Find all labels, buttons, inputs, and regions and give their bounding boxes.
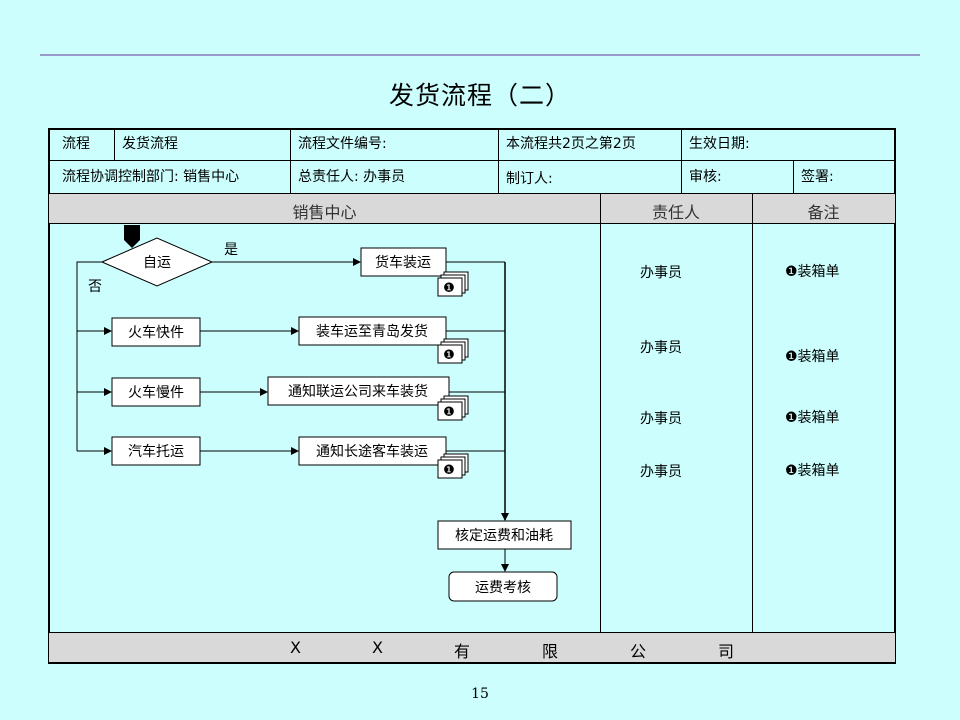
- box-label: 核定运费和油耗: [455, 528, 553, 544]
- company-char: X: [290, 638, 301, 657]
- document-icon: ❶: [437, 338, 469, 364]
- document-icon: ❶: [437, 395, 469, 421]
- document-marker: ❶: [443, 405, 455, 420]
- box-train-slow: [111, 377, 201, 407]
- document-marker: ❶: [443, 463, 455, 478]
- box-notify-coach: [298, 436, 447, 466]
- box-label: 货车装运: [375, 254, 431, 271]
- top-divider: [40, 54, 920, 56]
- box-label: 汽车托运: [128, 443, 184, 460]
- flowchart-table: [48, 128, 896, 664]
- sign-label: 签署:: [801, 169, 834, 185]
- file-number-label: 流程文件编号:: [298, 136, 387, 152]
- box-freight-review: [448, 571, 558, 602]
- box-label: 运费考核: [475, 580, 531, 596]
- company-char: 有: [454, 642, 471, 661]
- remark-entry: ❶装箱单: [785, 410, 840, 426]
- review-label: 审核:: [689, 169, 722, 185]
- cell-divider: [793, 161, 794, 193]
- document-icon: ❶: [437, 453, 469, 479]
- box-truck-shipping: [360, 247, 447, 277]
- box-label: 装车运至青岛发货: [316, 323, 428, 340]
- no-branch-line: [76, 261, 102, 451]
- company-char: 限: [542, 642, 559, 661]
- box-notify-logistics: [267, 376, 450, 406]
- start-marker: [124, 225, 140, 248]
- column-header-remarks: 备注: [807, 203, 840, 222]
- no-label: 否: [88, 279, 102, 295]
- box-label: 火车快件: [128, 324, 184, 341]
- remark-entry: ❶装箱单: [785, 349, 840, 365]
- footer-band: [49, 633, 895, 662]
- coordination-dept: 流程协调控制部门: 销售中心: [62, 169, 240, 185]
- author-label: 制订人:: [506, 171, 553, 187]
- box-train-express: [111, 317, 201, 347]
- page-title: 发货流程（二）: [388, 81, 571, 110]
- process-label: 流程: [62, 136, 90, 152]
- remark-entry: ❶装箱单: [785, 463, 840, 479]
- document-marker: ❶: [443, 281, 455, 296]
- owner-label: 总责任人: 办事员: [298, 169, 406, 185]
- header-divider-2: [49, 193, 895, 194]
- page-count-label: 本流程共2页之第2页: [506, 136, 636, 152]
- decision-label: 自运: [143, 255, 171, 271]
- box-label: 通知长途客车装运: [316, 443, 428, 460]
- cell-divider: [498, 129, 499, 193]
- column-header-divider: [49, 223, 895, 224]
- responsible-entry: 办事员: [640, 265, 682, 281]
- box-label: 通知联运公司来车装货: [288, 383, 428, 400]
- remark-entry: ❶装箱单: [785, 264, 840, 280]
- document-marker: ❶: [443, 348, 455, 363]
- box-load-to-qingdao: [298, 316, 447, 346]
- cell-divider: [681, 129, 682, 193]
- effective-date-label: 生效日期:: [689, 136, 750, 152]
- responsible-entry: 办事员: [640, 340, 682, 356]
- column-header-sales: 销售中心: [292, 203, 357, 222]
- header-divider-1: [49, 160, 895, 161]
- column-divider: [752, 194, 753, 632]
- cell-divider: [114, 129, 115, 160]
- responsible-entry: 办事员: [640, 411, 682, 427]
- process-value: 发货流程: [122, 136, 178, 152]
- company-char: 司: [718, 642, 735, 661]
- box-label: 火车慢件: [128, 384, 184, 401]
- company-char: X: [372, 638, 383, 657]
- column-header-band: [49, 194, 895, 223]
- company-char: 公: [630, 642, 647, 661]
- footer-divider: [49, 632, 895, 633]
- page-number: 15: [471, 686, 489, 702]
- cell-divider: [290, 129, 291, 193]
- column-divider: [600, 194, 601, 632]
- document-icon: ❶: [437, 271, 469, 297]
- box-truck-consign: [111, 436, 201, 466]
- yes-label: 是: [224, 242, 238, 258]
- responsible-entry: 办事员: [640, 464, 682, 480]
- box-freight-check: [437, 520, 572, 550]
- column-header-responsible: 责任人: [651, 203, 700, 222]
